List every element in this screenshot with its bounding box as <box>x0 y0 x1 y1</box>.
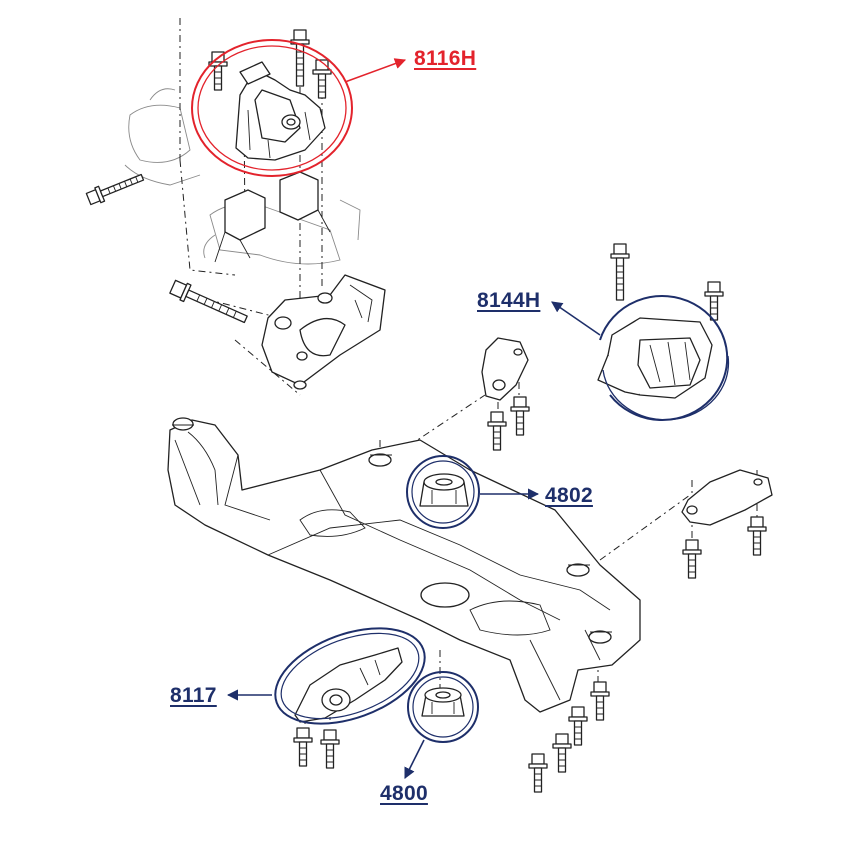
subframe-bush-rear[interactable] <box>421 687 465 717</box>
arm-bolt-a <box>293 727 313 767</box>
subframe-bolt-b <box>568 706 588 746</box>
part-label-4802[interactable]: 4802 <box>545 484 593 507</box>
bracket-bolt-b <box>510 396 530 436</box>
highlight-ring-8144H-inner <box>602 355 730 421</box>
part-label-8117[interactable]: 8117 <box>170 684 217 707</box>
part-label-8144H[interactable]: 8144H <box>477 289 541 312</box>
leader-arrow-4800 <box>404 739 425 780</box>
engine-block-fragment <box>214 171 331 263</box>
subframe-bush-front[interactable] <box>419 473 469 507</box>
gearbox-mount-left[interactable] <box>597 317 713 399</box>
torque-arm-lower[interactable] <box>294 647 403 723</box>
highlight-ring-8117 <box>274 627 426 725</box>
part-label-4800[interactable]: 4800 <box>380 782 428 805</box>
subframe-rear-bracket[interactable] <box>681 469 773 526</box>
mount-bolt-b <box>290 29 310 87</box>
engine-bracket-mid[interactable] <box>261 274 386 390</box>
rear-bracket-bolt-a <box>682 539 702 579</box>
bracket-bolt-a <box>487 411 507 451</box>
subframe-bolt-a <box>590 681 610 721</box>
long-bolt-upper <box>85 173 145 206</box>
subframe-bolt-c <box>552 733 572 773</box>
long-bolt-mid <box>169 279 248 324</box>
gearbox-bolt-a <box>610 243 630 301</box>
highlight-ring-8116H <box>191 39 353 177</box>
subframe-upper-bracket[interactable] <box>481 337 529 401</box>
engine-mount-right[interactable] <box>235 61 326 161</box>
highlight-ring-4800 <box>407 671 479 743</box>
highlight-ring-8117-inner <box>280 632 420 720</box>
leader-arrow-8144H <box>551 301 601 336</box>
arm-bolt-b <box>320 729 340 769</box>
subframe[interactable] <box>167 417 641 713</box>
leader-arrow-8116H <box>344 58 407 83</box>
subframe-bolt-d <box>528 753 548 793</box>
highlight-ring-8116H-inner <box>197 45 347 171</box>
rear-bracket-bolt-b <box>747 516 767 556</box>
highlight-ring-4802 <box>406 455 480 529</box>
highlight-ring-4802-inner <box>411 460 475 524</box>
part-label-8116H[interactable]: 8116H <box>414 47 477 70</box>
highlight-ring-4800-inner <box>412 676 474 738</box>
mount-bolt-c <box>312 59 332 99</box>
